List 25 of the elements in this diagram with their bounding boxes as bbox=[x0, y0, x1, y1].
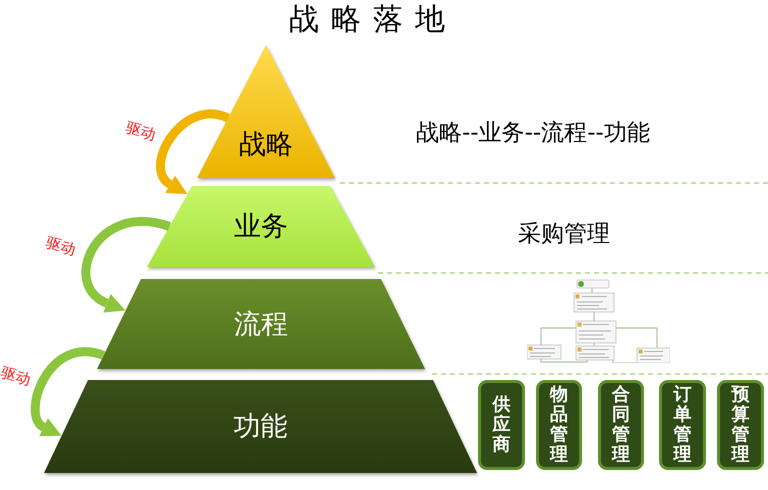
function-tile bbox=[717, 380, 764, 470]
pyramid-layer bbox=[147, 186, 375, 267]
function-tile bbox=[598, 380, 644, 470]
edge-label: 驱动 bbox=[0, 363, 33, 389]
layer-label: 战略 bbox=[239, 129, 293, 161]
pyramid-layer bbox=[97, 279, 425, 369]
function-tile bbox=[659, 380, 706, 470]
diagram-title: 战略落地 bbox=[289, 2, 457, 38]
tile-label: 物品管理 bbox=[550, 385, 568, 465]
pyramid-apex bbox=[197, 45, 335, 178]
edge-label: 驱动 bbox=[124, 118, 158, 144]
function-tile bbox=[536, 380, 582, 470]
layer-label: 功能 bbox=[234, 411, 288, 443]
tile-label: 预算管理 bbox=[732, 385, 750, 465]
tile-label: 供应商 bbox=[492, 395, 510, 455]
side-text: 战略--业务--流程--功能 bbox=[416, 119, 650, 148]
tile-label: 合同管理 bbox=[612, 385, 630, 465]
tile-label: 订单管理 bbox=[674, 385, 692, 465]
function-tile bbox=[478, 380, 525, 470]
layer-label: 业务 bbox=[234, 211, 288, 243]
edge-label: 驱动 bbox=[44, 233, 78, 259]
side-text: 采购管理 bbox=[518, 220, 610, 249]
pyramid-layer bbox=[44, 380, 477, 473]
layer-label: 流程 bbox=[234, 309, 288, 341]
curved-arrow bbox=[82, 217, 171, 314]
